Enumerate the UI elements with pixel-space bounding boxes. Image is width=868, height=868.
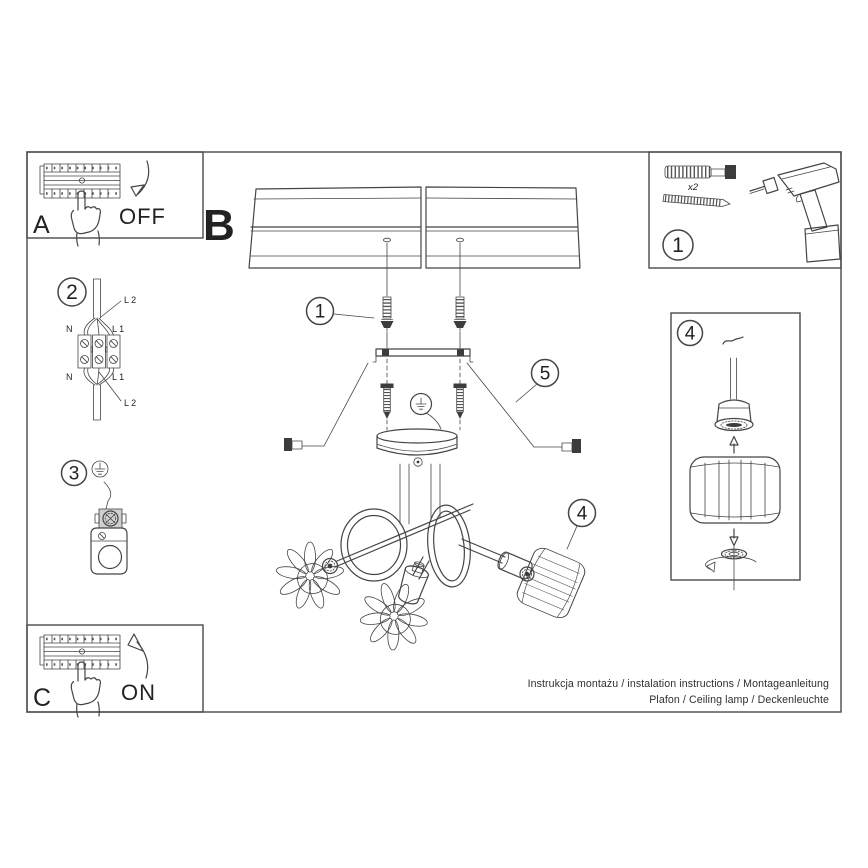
svg-text:4: 4: [685, 324, 696, 345]
quantity-label: x2: [687, 182, 699, 193]
panel-c-label: C: [33, 684, 51, 712]
terminal-screws: [80, 339, 118, 364]
arm-bottom: [353, 556, 435, 658]
lamp-stem-tubes: [399, 463, 441, 525]
arrow-down-icon: [130, 160, 150, 197]
drill-hole-right: [455, 237, 464, 243]
label-n-top: N: [66, 324, 73, 334]
arrow-down-small-icon: [729, 528, 739, 547]
socket-bottom: [398, 561, 429, 605]
wall-plug-screw-icon: [664, 165, 736, 179]
panel-a-box: [26, 151, 204, 239]
mounting-screw-right: [453, 383, 467, 419]
circuit-breaker-icon: [38, 162, 122, 200]
wall-plug-left: [380, 296, 394, 332]
lamp-socket: [714, 399, 754, 432]
ceiling-boards: [248, 186, 581, 269]
panel-a-label: A: [33, 211, 50, 239]
assembly-guides: [301, 362, 563, 448]
flower-shade-bottom: [353, 574, 435, 658]
canopy: [376, 428, 458, 467]
panel-tools: x2 1: [648, 151, 842, 269]
drum-shade-right: [513, 544, 589, 622]
page-frame: [26, 151, 842, 713]
screw-icon: [662, 194, 731, 207]
callout-step2: 2: [57, 277, 87, 307]
panel-ground: 3: [60, 459, 128, 575]
svg-text:2: 2: [66, 281, 78, 304]
label-l2-top: L 2: [124, 295, 136, 305]
leader-l2-top: [100, 300, 122, 318]
main-assembly: 1: [248, 186, 597, 658]
arm-left: [334, 503, 474, 568]
callout-step1-panel: 1: [662, 229, 694, 261]
switch-off-label: OFF: [119, 204, 166, 229]
drill-hole-left: [382, 237, 391, 243]
panel-c-box: [26, 624, 204, 713]
arrow-up-small-icon: [729, 435, 739, 454]
svg-text:4: 4: [577, 504, 588, 525]
mains-cable-top: [93, 278, 101, 319]
callout-step4: 4: [566, 498, 597, 550]
side-bolt-right: [561, 439, 581, 453]
ground-symbol-icon: [91, 460, 109, 478]
label-l2-bottom: L 2: [124, 398, 136, 408]
mounting-bracket-piece: [90, 527, 128, 575]
label-l1-bottom: L 1: [112, 372, 124, 382]
section-b-label: B: [203, 201, 235, 250]
svg-text:1: 1: [315, 302, 326, 323]
side-bolt-left: [284, 438, 303, 451]
flower-shade-left: [270, 535, 350, 617]
footer-line2: Plafon / Ceiling lamp / Deckenleuchte: [649, 694, 829, 706]
svg-text:3: 3: [69, 464, 80, 485]
terminal-block: [77, 334, 121, 369]
shade-left: [270, 535, 350, 617]
panel-shade-box: [670, 312, 801, 581]
pointing-hand-icon: [70, 661, 102, 718]
ground-symbol-icon: [409, 392, 442, 430]
label-n-bottom: N: [66, 372, 73, 382]
wall-plug-right: [453, 296, 467, 332]
ground-wire: [103, 481, 112, 510]
drill-icon: [749, 162, 841, 263]
panel-a-switch-off: A OFF: [26, 151, 204, 247]
arm-loops: [340, 504, 471, 588]
callout-step4-panel: 4: [676, 319, 704, 347]
circuit-breaker-icon: [38, 633, 122, 671]
panel-wiring: 2: [57, 277, 136, 421]
label-l1-top: L 1: [112, 324, 124, 334]
panel-shade-assembly: 4: [670, 312, 801, 591]
leader-l2-bottom: [98, 371, 122, 402]
wires-top: [83, 317, 114, 336]
wires-bottom: [83, 367, 114, 386]
svg-text:1: 1: [672, 234, 684, 257]
svg-text:5: 5: [540, 364, 551, 385]
cable-squiggle: [722, 336, 744, 345]
arrow-up-icon: [127, 633, 149, 679]
panel-tools-box: [648, 151, 842, 269]
callout-step1: 1: [305, 296, 375, 326]
drum-shade-icon: [689, 456, 781, 524]
switch-on-label: ON: [121, 680, 156, 705]
arm-right: [458, 538, 589, 622]
ground-terminal: [94, 508, 127, 529]
rotate-indicator-icon: [705, 545, 757, 591]
mounting-screw-left: [380, 383, 394, 419]
socket-right: [497, 551, 533, 580]
footer: Instrukcja montażu / instalation instruc…: [528, 678, 829, 706]
mains-cable-bottom: [93, 384, 101, 421]
callout-step5: 5: [515, 358, 560, 403]
footer-line1: Instrukcja montażu / instalation instruc…: [528, 678, 829, 690]
mounting-bracket: [372, 348, 474, 363]
callout-step3: 3: [60, 459, 88, 487]
panel-c-switch-on: C ON: [26, 624, 204, 718]
